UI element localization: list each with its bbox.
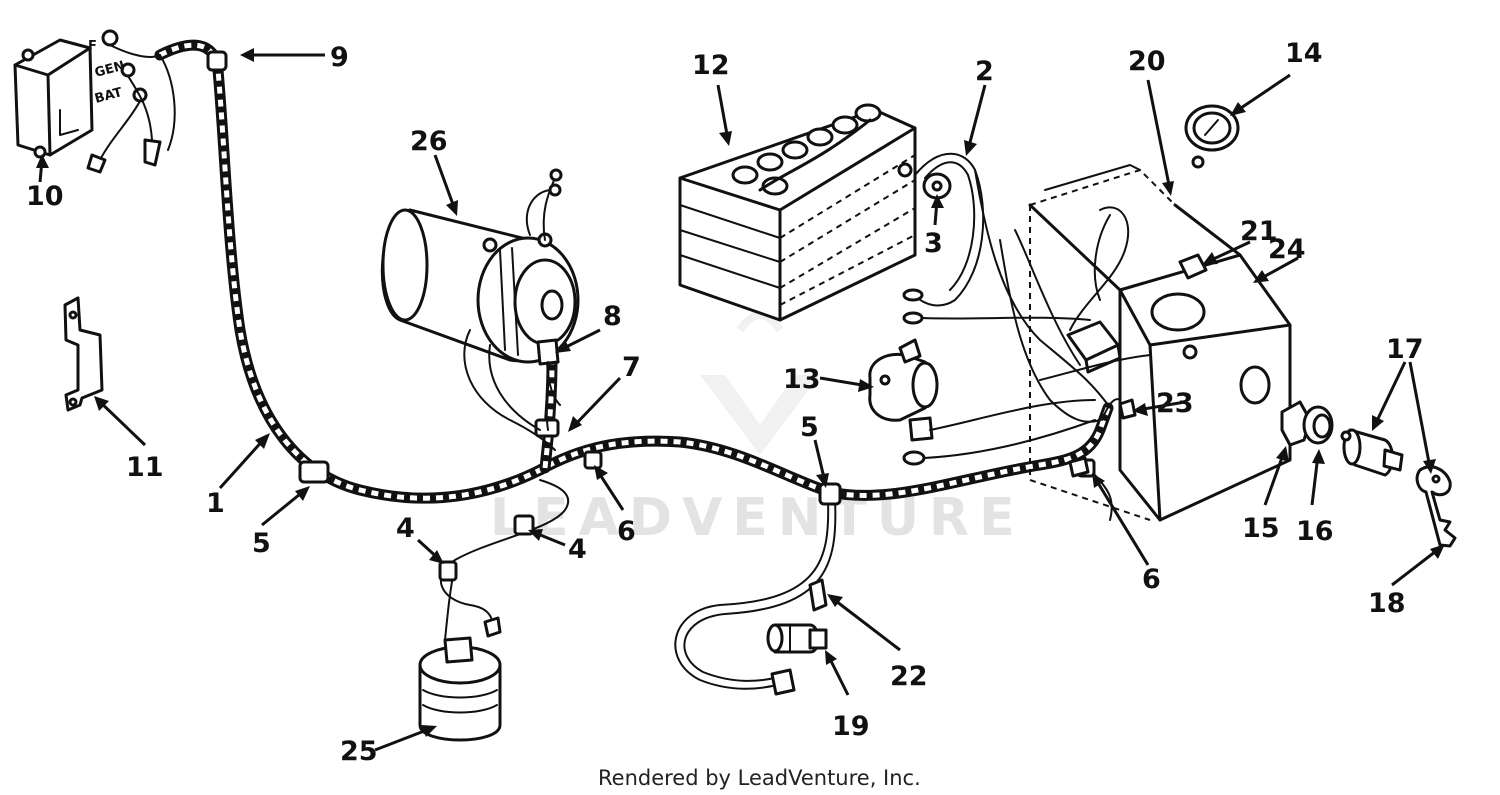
credit-text: Rendered by LeadVenture, Inc. (598, 766, 921, 790)
starter-generator (380, 168, 580, 451)
clamp-5b (818, 482, 842, 506)
starter-solenoid (868, 338, 1096, 466)
callout-numbers: 1 2 3 4 4 5 5 6 6 7 8 9 10 11 12 13 14 1… (26, 38, 1424, 767)
callout-4b: 4 (568, 534, 587, 565)
callout-26: 26 (410, 126, 448, 157)
clamp-9 (206, 50, 228, 72)
callout-5a: 5 (252, 528, 271, 559)
callout-20: 20 (1128, 46, 1166, 77)
callout-15: 15 (1242, 513, 1280, 544)
callout-24: 24 (1268, 234, 1306, 265)
ignition-switch-assembly (1280, 400, 1457, 548)
battery (678, 103, 917, 322)
callout-11: 11 (126, 452, 164, 483)
callout-7: 7 (622, 352, 641, 383)
battery-caps (731, 103, 882, 196)
callout-16: 16 (1296, 516, 1334, 547)
clamp-5a (298, 460, 330, 484)
starter-terminal-wires (536, 338, 560, 431)
watermark-text: LEADVENTURE (490, 488, 1025, 548)
callout-13: 13 (783, 364, 821, 395)
callout-1: 1 (206, 488, 225, 519)
callout-18: 18 (1368, 588, 1406, 619)
callout-25: 25 (340, 736, 378, 767)
clamp-6a (583, 450, 603, 470)
regulator-terminal-bat: BAT (93, 85, 124, 107)
callout-17: 17 (1386, 334, 1424, 365)
dash-console (999, 164, 1292, 522)
callout-2: 2 (975, 56, 994, 87)
mounting-bracket (63, 296, 104, 412)
callout-23: 23 (1156, 388, 1194, 419)
watermark-logo (700, 311, 820, 455)
oil-pressure-switch (766, 623, 828, 654)
callout-22: 22 (890, 661, 928, 692)
ignition-coil (418, 616, 502, 742)
callout-6a: 6 (617, 516, 636, 547)
callout-3: 3 (924, 228, 943, 259)
wire-clip (808, 578, 828, 612)
callout-9: 9 (330, 42, 349, 73)
callout-6b: 6 (1142, 564, 1161, 595)
clamp-4a (438, 560, 458, 582)
callout-21: 21 (1240, 216, 1278, 247)
callout-5b: 5 (800, 412, 819, 443)
wiring-harness (154, 39, 1131, 696)
callout-19: 19 (832, 711, 870, 742)
regulator-terminal-gen: GEN (93, 58, 126, 80)
leader-lines (36, 48, 1445, 752)
callout-10: 10 (26, 181, 64, 212)
regulator-terminal-f: F (88, 39, 97, 54)
clamp-4b (513, 514, 535, 536)
callout-14: 14 (1285, 38, 1323, 69)
callout-4a: 4 (396, 513, 415, 544)
callout-12: 12 (692, 50, 730, 81)
ammeter-gauge (1184, 104, 1240, 169)
callout-8: 8 (603, 301, 622, 332)
voltage-regulator (13, 29, 176, 174)
